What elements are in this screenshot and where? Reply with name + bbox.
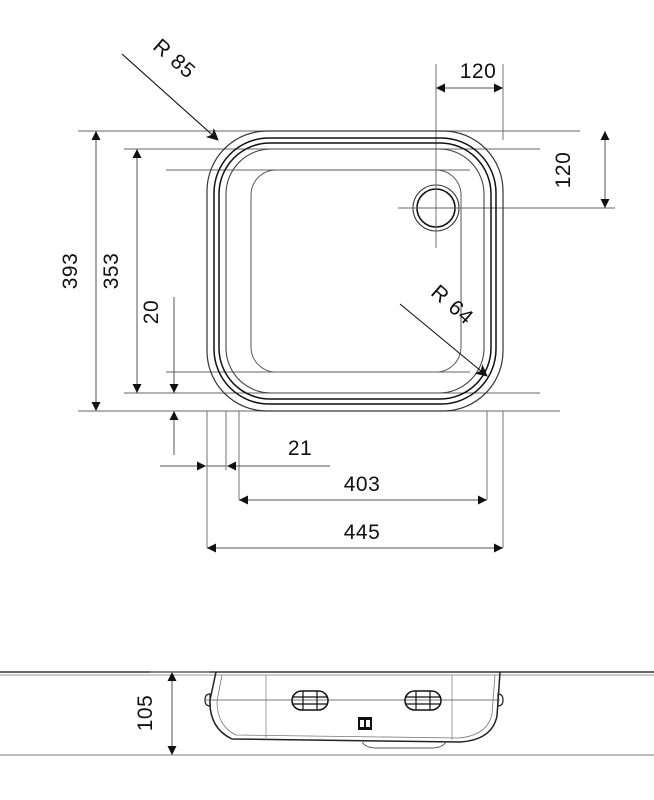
dimension-width-overall-label: 445 — [344, 521, 381, 544]
sink-rim-outer — [213, 137, 497, 405]
dimension-drain-from-right-label: 120 — [460, 60, 497, 83]
section-body-inner-line — [216, 674, 496, 739]
dimension-depth-label: 105 — [134, 695, 157, 732]
dimension-width-inner: 403 — [239, 473, 487, 505]
plan-view: 393 353 20 21 — [59, 35, 615, 553]
dimension-drain-from-top-label: 120 — [552, 152, 575, 189]
mounting-clip-left — [291, 690, 329, 711]
brand-badge — [358, 717, 372, 730]
dimension-depth: 105 — [134, 671, 210, 756]
sink-bowl-lip — [225, 148, 485, 394]
dimension-offset-top: 20 — [140, 297, 179, 455]
dimension-height-overall-label: 393 — [59, 253, 82, 290]
dimension-drain-from-top: 120 — [552, 131, 610, 208]
section-end-tab-left — [204, 693, 211, 707]
dimension-width-inner-label: 403 — [344, 473, 381, 496]
section-foot-bump — [361, 741, 447, 749]
dimension-offset-left-label: 21 — [288, 437, 312, 460]
dimension-offset-top-label: 20 — [140, 300, 163, 324]
sink-rim-inner — [218, 142, 492, 400]
section-end-tab-right — [497, 693, 504, 707]
drain-centerline — [398, 170, 476, 248]
sink-bowl-bottom — [250, 169, 462, 373]
sink-outer-flange — [206, 130, 504, 412]
section-view: 105 — [0, 671, 654, 756]
dimension-height-rim-label: 353 — [100, 253, 123, 290]
dimension-height-rim: 353 — [100, 149, 142, 393]
dimension-height-overall: 393 — [59, 131, 101, 411]
section-body-outline — [209, 671, 501, 743]
dimension-drain-from-right: 120 — [436, 60, 503, 93]
dimension-offset-left: 21 — [160, 437, 330, 471]
mounting-clip-right — [404, 690, 442, 711]
dimension-width-overall: 445 — [207, 521, 503, 553]
